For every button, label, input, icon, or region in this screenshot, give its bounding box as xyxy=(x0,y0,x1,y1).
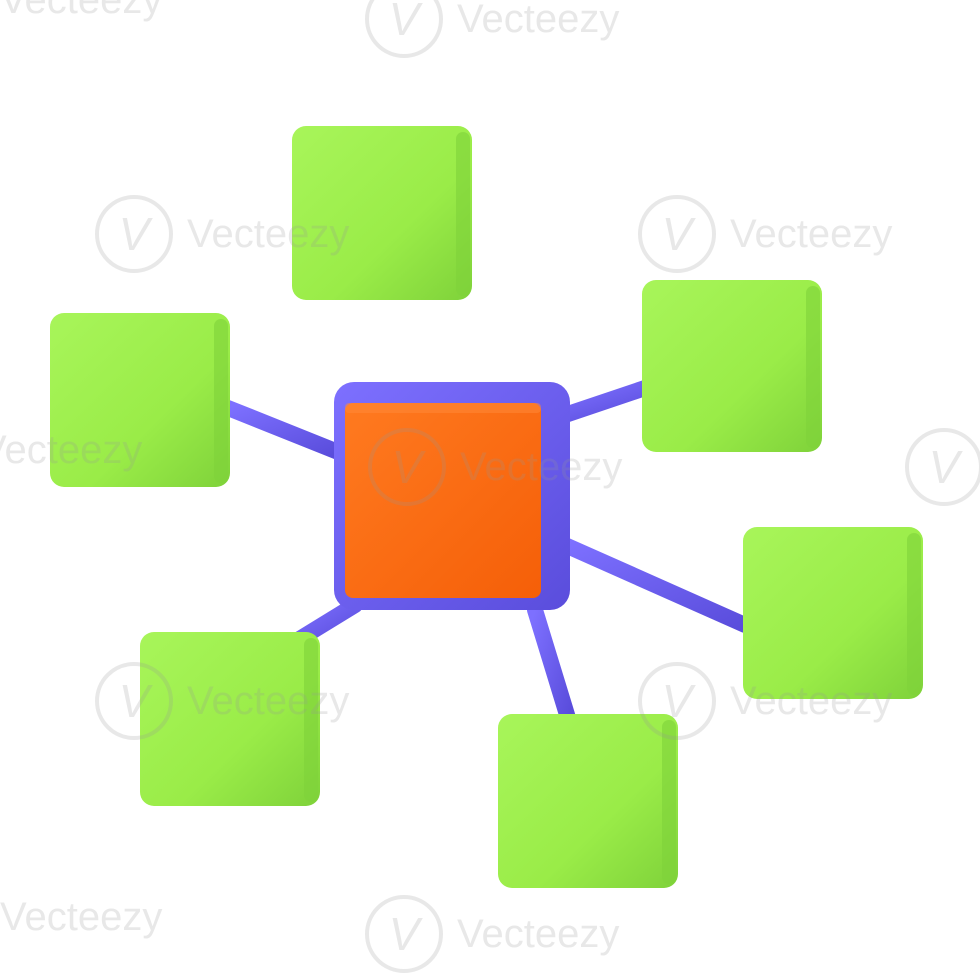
connector-left xyxy=(220,400,346,460)
node-left xyxy=(50,313,230,487)
connector-right xyxy=(557,537,753,633)
connector-upper-right xyxy=(557,380,653,423)
node-right xyxy=(743,527,923,699)
connector-bottom xyxy=(527,602,576,726)
connectors xyxy=(220,292,753,726)
node-top xyxy=(292,126,472,300)
node-bottom xyxy=(498,714,678,888)
node-lower-left xyxy=(140,632,320,806)
node-upper-right xyxy=(642,280,822,452)
hub-node xyxy=(334,382,570,610)
